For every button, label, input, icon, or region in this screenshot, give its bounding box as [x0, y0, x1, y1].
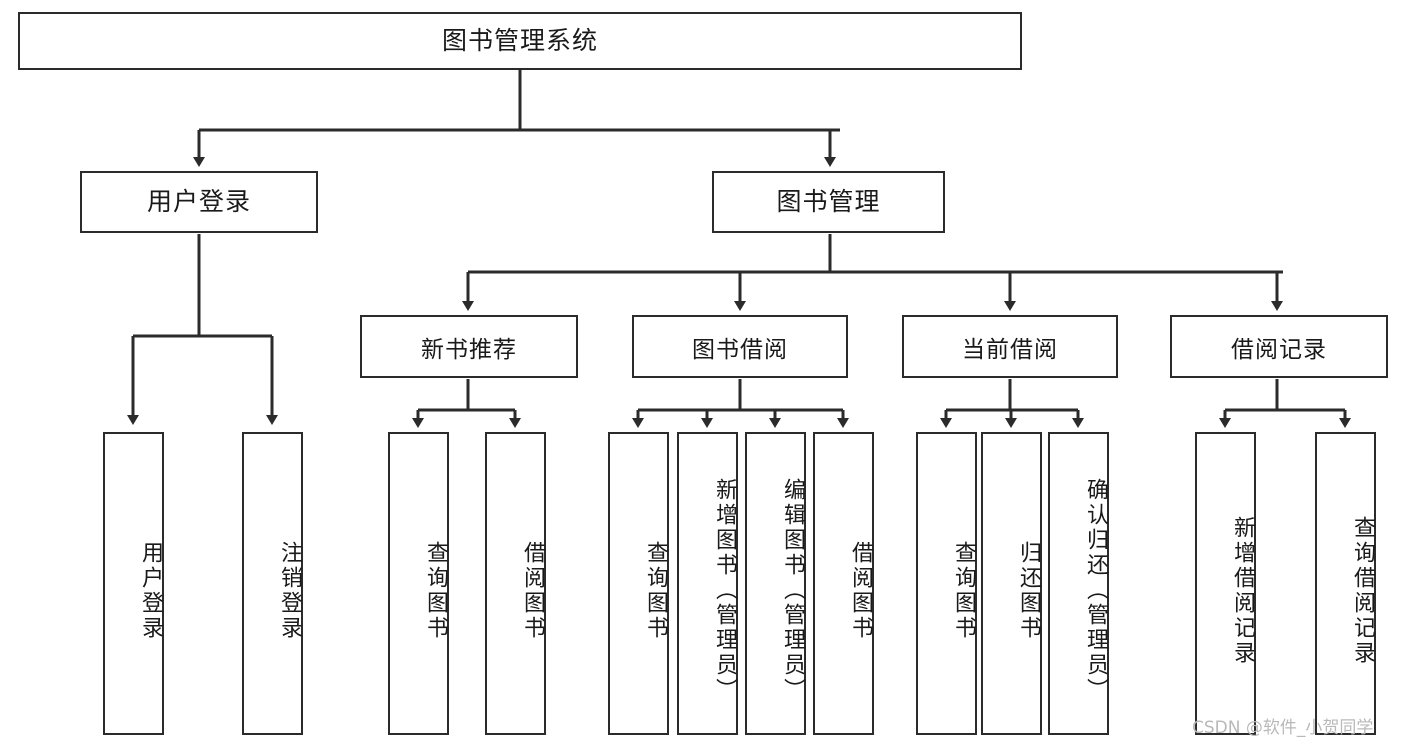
leaf-book-borrow-add-book-admin[interactable]: 新增图书（管理员） [677, 432, 738, 735]
leaf-user-login-signout[interactable]: 注销登录 [242, 432, 303, 735]
node-book-borrow[interactable]: 图书借阅 [632, 315, 848, 378]
node-root-book-management-system[interactable]: 图书管理系统 [18, 12, 1022, 70]
leaf-current-borrow-confirm-return-admin[interactable]: 确认归还（管理员） [1048, 432, 1109, 735]
leaf-new-book-query-book[interactable]: 查询图书 [388, 432, 449, 735]
leaf-book-borrow-edit-book-admin[interactable]: 编辑图书（管理员） [745, 432, 806, 735]
node-new-book-recommend[interactable]: 新书推荐 [360, 315, 578, 378]
leaf-borrow-record-query-record[interactable]: 查询借阅记录 [1315, 432, 1376, 735]
leaf-current-borrow-return-book[interactable]: 归还图书 [981, 432, 1042, 735]
leaf-borrow-record-add-record[interactable]: 新增借阅记录 [1195, 432, 1256, 735]
node-user-login[interactable]: 用户登录 [80, 171, 318, 233]
leaf-book-borrow-borrow-book[interactable]: 借阅图书 [813, 432, 874, 735]
leaf-current-borrow-query-book[interactable]: 查询图书 [916, 432, 977, 735]
node-book-management[interactable]: 图书管理 [712, 171, 945, 233]
csdn-watermark: CSDN @软件_小贺同学 [1192, 718, 1374, 738]
node-current-borrow[interactable]: 当前借阅 [902, 315, 1118, 378]
node-borrow-record[interactable]: 借阅记录 [1170, 315, 1388, 378]
leaf-new-book-borrow-book[interactable]: 借阅图书 [485, 432, 546, 735]
leaf-book-borrow-query-book[interactable]: 查询图书 [608, 432, 669, 735]
leaf-user-login-signin[interactable]: 用户登录 [103, 432, 164, 735]
